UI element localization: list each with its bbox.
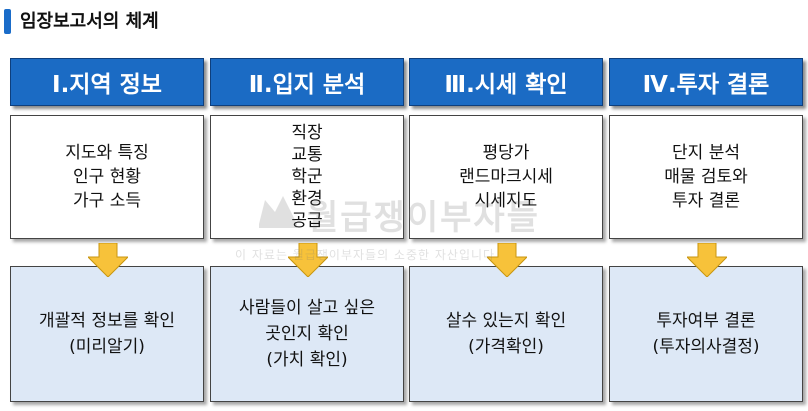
detail-item: 학군 [291,167,323,187]
column-details: 단지 분석 매물 검토와 투자 결론 [609,115,803,239]
result-line: 개괄적 정보를 확인 [39,311,175,331]
detail-item: 공급 [291,211,323,231]
result-line: (미리알기) [69,337,145,357]
result-line: 투자여부 결론 [656,311,756,331]
detail-item: 시세지도 [474,191,538,211]
column-header: Ⅳ.투자 결론 [609,58,803,106]
result-line: (가치 확인) [266,350,348,370]
page-title: 임장보고서의 체계 [20,11,159,32]
detail-item: 지도와 특징 [65,143,149,163]
result-box: 개괄적 정보를 확인 (미리알기) [10,266,204,402]
detail-item: 랜드마크시세 [459,167,553,187]
down-arrow-icon [487,243,527,277]
result-box: 투자여부 결론 (투자의사결정) [609,266,803,402]
result-line: (가격확인) [468,337,544,357]
detail-item: 매물 검토와 [664,167,748,187]
detail-item: 가구 소득 [73,191,141,211]
down-arrow-icon [88,243,128,277]
result-line: 곳인지 확인 [265,324,349,344]
column-details: 평당가 랜드마크시세 시세지도 [409,115,603,239]
detail-item: 평당가 [482,143,530,163]
detail-item: 환경 [291,189,323,209]
detail-item: 단지 분석 [672,143,740,163]
title-accent-bar [4,9,11,34]
down-arrow-icon [687,243,727,277]
column-details: 지도와 특징 인구 현황 가구 소득 [10,115,204,239]
detail-item: 인구 현황 [73,167,141,187]
detail-item: 직장 [291,123,323,143]
column-investment-conclusion: Ⅳ.투자 결론 단지 분석 매물 검토와 투자 결론 [609,58,803,239]
column-location-analysis: Ⅱ.입지 분석 직장 교통 학군 환경 공급 [210,58,404,239]
result-line: 사람들이 살고 싶은 [239,298,375,318]
column-header: Ⅰ.지역 정보 [10,58,204,106]
watermark-notice: 이 자료는 월급쟁이부자들의 소중한 자산입니다 [235,248,496,262]
result-line: 살수 있는지 확인 [445,311,567,331]
down-arrow-icon [288,243,328,277]
column-details: 직장 교통 학군 환경 공급 [210,115,404,239]
detail-item: 투자 결론 [672,191,740,211]
result-box: 사람들이 살고 싶은 곳인지 확인 (가치 확인) [210,266,404,402]
column-header: Ⅲ.시세 확인 [409,58,603,106]
detail-item: 교통 [291,145,323,165]
result-line: (투자의사결정) [652,337,760,357]
column-price-check: Ⅲ.시세 확인 평당가 랜드마크시세 시세지도 [409,58,603,239]
column-header: Ⅱ.입지 분석 [210,58,404,106]
result-box: 살수 있는지 확인 (가격확인) [409,266,603,402]
column-region-info: Ⅰ.지역 정보 지도와 특징 인구 현황 가구 소득 [10,58,204,239]
